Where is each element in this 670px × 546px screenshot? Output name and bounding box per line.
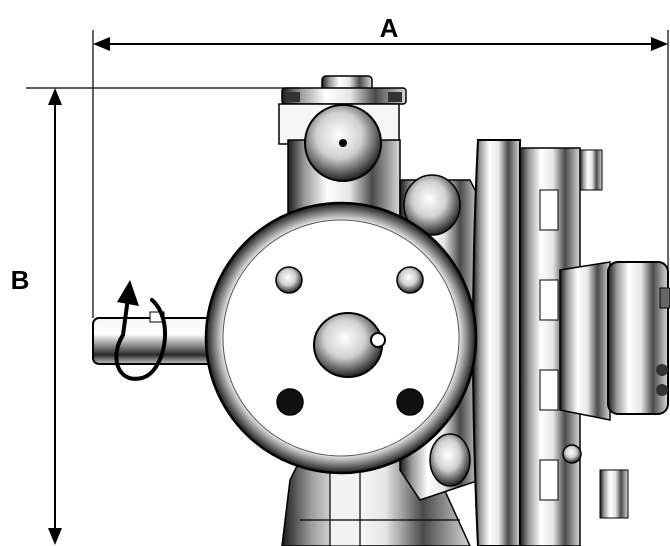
top-fitting — [278, 75, 407, 231]
dimension-b-arrowhead-bottom — [48, 528, 62, 545]
rear-bearing-boss — [559, 261, 670, 421]
dimension-b-arrowhead-top — [48, 88, 62, 105]
dimension-a-label: A — [380, 13, 399, 43]
drive-shaft — [92, 311, 224, 365]
pump-illustration — [92, 75, 670, 546]
flange-bolt-hole — [396, 266, 424, 294]
front-flange — [204, 201, 478, 475]
flange-bolt-hole — [396, 388, 424, 416]
flange-bolt-hole — [276, 388, 304, 416]
dimension-a: A — [92, 13, 669, 318]
dimension-b: B — [11, 87, 300, 545]
rotation-direction-arrow — [114, 280, 167, 381]
dimension-a-arrowhead-right — [651, 37, 668, 51]
dimension-a-arrowhead-left — [93, 37, 110, 51]
flange-bolt-hole — [275, 266, 303, 294]
dimension-b-label: B — [11, 265, 30, 295]
